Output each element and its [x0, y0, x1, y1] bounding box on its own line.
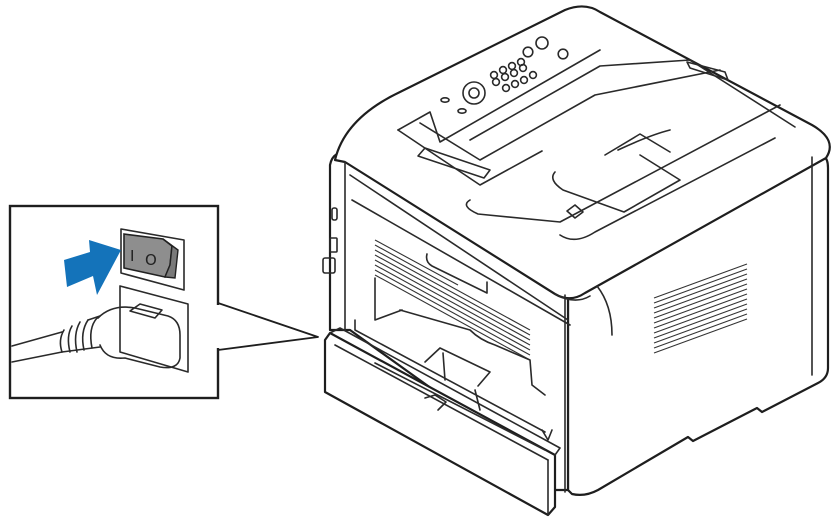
switch-off-symbol: O [145, 251, 157, 269]
rear-feed-tray [323, 309, 561, 517]
power-switch: I O [120, 228, 185, 291]
output-tray [397, 49, 796, 241]
rear-panel-details [322, 161, 571, 331]
push-arrow-icon [64, 240, 121, 295]
printer-body [328, 5, 831, 496]
power-switch-callout [8, 204, 319, 400]
control-panel [440, 36, 569, 115]
side-vent-grill [653, 263, 748, 354]
power-cord [11, 285, 189, 373]
switch-on-symbol: I [130, 247, 134, 265]
rear-vent-grill [374, 239, 531, 361]
